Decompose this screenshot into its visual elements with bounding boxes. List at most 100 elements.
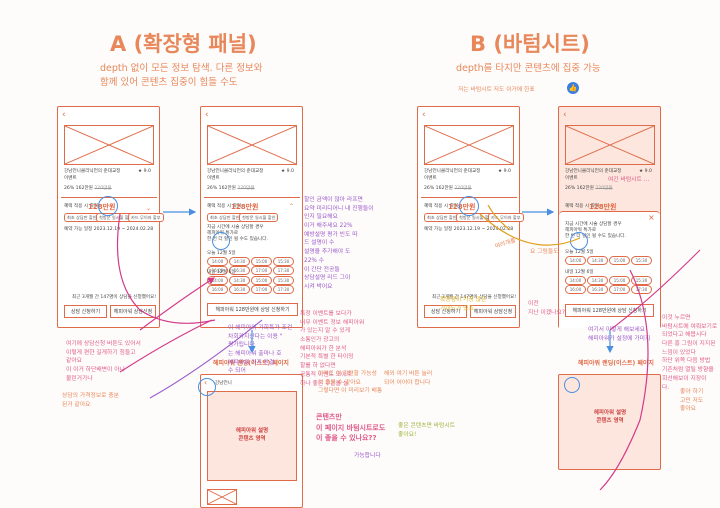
venue-name: 강남언니클리닉언의 준대교정 — [207, 169, 264, 174]
time-slot[interactable]: 15:00 — [609, 256, 630, 265]
annotation-a-left-2: 상담의 가격정보로 충분 된거 같아요 — [62, 393, 120, 408]
strike-price: 220만원 — [595, 186, 613, 191]
reservation-period: 예약 가능 일정 2023.12.19 ~ 2024.02.28 — [64, 227, 154, 232]
strike-price: 220만원 — [94, 186, 112, 191]
panel-line3: 한 번 더 할인 될 수도 있습니다. — [207, 237, 268, 242]
highlight-label: 혜택 적용 시 최저 — [207, 204, 241, 209]
subtitle-a: depth 없이 모든 정보 탐색. 다른 정보와 함께 있어 콘텐츠 집중이 … — [100, 62, 262, 90]
happyhour-large-button[interactable]: 헤피아워 128만원에 상담 신청하기 — [565, 304, 654, 317]
time-slot[interactable]: 17:30 — [631, 285, 652, 294]
subtitle-b: depth를 타지만 콘텐츠에 집중 가능 — [456, 63, 601, 74]
time-slot[interactable]: 16:00 — [565, 285, 586, 294]
time-slot[interactable]: 16:00 — [207, 285, 228, 294]
time-slot[interactable]: 14:30 — [587, 256, 608, 265]
time-slot[interactable]: 15:00 — [251, 257, 272, 266]
slot-header-today: 오늘 12월 5일 — [565, 250, 594, 255]
image-placeholder-small — [207, 489, 237, 505]
time-slot[interactable]: 15:30 — [273, 276, 294, 285]
chip-first-consult: 최초 상담만 할인 — [64, 213, 100, 222]
reservation-period: 예약 가능 일정 2023.12.19 ~ 2024.02.28 — [424, 227, 514, 232]
footer-info: 최근 3개월 간 147명이 상담을 신청했어요! — [432, 295, 517, 300]
chevron-up-icon[interactable]: ⌃ — [289, 203, 295, 210]
sheet-title-line1: 헤피아워 설명 — [235, 428, 269, 435]
highlight-circle — [98, 196, 118, 216]
discount-price: 26% 162만원 220만원 — [64, 186, 112, 192]
time-slot[interactable]: 15:00 — [609, 276, 630, 285]
rating: ★ 9.0 — [138, 169, 151, 174]
screen-b2: ‹ 강남언니클리닉언의 준대교정 ★ 9.0 이벤트 26% 162만원 220… — [558, 106, 661, 328]
image-placeholder — [64, 125, 154, 165]
chip-card: 카드 무이자 할부 — [128, 213, 164, 222]
back-icon[interactable]: ‹ — [563, 110, 567, 120]
discount-value: 26% 162만원 — [207, 186, 236, 191]
rating: ★ 9.0 — [498, 169, 511, 174]
annotation-b-right: 좋은 콘텐츠면 바텀시트 좋아요! — [398, 423, 456, 438]
discount-value: 26% 162만원 — [64, 186, 93, 191]
time-slot[interactable]: 15:30 — [273, 257, 294, 266]
screen-a1: ‹ 강남언니클리닉언의 준대교정 ★ 9.0 이벤트 26% 162만원 220… — [57, 106, 164, 328]
event-label: 이벤트 — [565, 176, 578, 181]
rating: ★ 9.0 — [639, 169, 652, 174]
happyhour-consult-button[interactable]: 헤피아워 상담신청 — [470, 305, 516, 318]
highlight-circle — [459, 196, 479, 216]
annotation-a-left: 여기에 상담신청 버튼도 있어서 이렇게 편한 길게하기 힘들고 같아요 이 이… — [66, 341, 141, 382]
annotation-a-bottom-2: 가능합니다 — [354, 453, 381, 459]
highlight-circle — [212, 232, 230, 250]
highlight-label: 혜택 적용 시 최저 — [64, 204, 98, 209]
event-label: 이벤트 — [207, 176, 220, 181]
slot-header-today: 오늘 12월 5일 — [207, 251, 236, 256]
happyhour-large-button[interactable]: 헤피아워 128만원에 상담 신청하기 — [207, 303, 298, 316]
chevron-down-icon[interactable]: ⌄ — [146, 205, 152, 212]
b-top-note: 저는 바텀시트 저도 이거에 한표 — [458, 87, 535, 93]
annotation-a-panel: 할인 금액이 많아 라프면 요약 미리디어니 내 진행들이 인지 필요해요 이거… — [304, 197, 374, 290]
thumbs-up-icon: 👍 — [567, 82, 579, 94]
annotation-b-under-left: 해외 여기 버튼 눌러 되어 어어야 합니다 — [384, 371, 433, 386]
annotation-b-right-top: 여긴 바텀시트 ... — [608, 177, 650, 183]
event-label: 이벤트 — [64, 176, 77, 181]
sheet-content-area: 헤피아워 설명 콘텐츠 영역 — [563, 393, 657, 443]
time-slot[interactable]: 14:30 — [229, 276, 250, 285]
consult-button[interactable]: 상담 신청하기 — [64, 305, 107, 318]
annotation-a-mid-pink: 특정 이벤트를 보다가 너무 이벤트 정보 해피아워 가 있는지 알 수 있게 … — [300, 311, 365, 387]
time-slot[interactable]: 14:00 — [207, 257, 228, 266]
time-slot[interactable]: 14:00 — [207, 276, 228, 285]
sheet-title-line1: 헤피아워 설명 — [593, 410, 627, 417]
time-slot[interactable]: 14:30 — [229, 257, 250, 266]
time-slot[interactable]: 15:30 — [631, 256, 652, 265]
highlight-price: 128만원 — [231, 203, 259, 211]
time-slot[interactable]: 14:00 — [565, 256, 586, 265]
back-icon[interactable]: ‹ — [62, 110, 66, 120]
annotation-a-mid-orange: 아마도 이 간편할 가능성 이 좋을 수 같아요 그렇다면 이 미리보기 배통 — [318, 371, 383, 395]
happyhour-consult-button[interactable]: 헤피아워 상담신청 — [110, 305, 156, 318]
time-slot[interactable]: 14:00 — [565, 276, 586, 285]
time-slot[interactable]: 17:30 — [273, 285, 294, 294]
divider — [204, 197, 300, 198]
screen-a3: ‹ 강남언니 헤피아워 설명 콘텐츠 영역 — [200, 374, 303, 508]
time-slot[interactable]: 17:00 — [251, 266, 272, 275]
panel-line2: 헤피아워 특가로 — [565, 228, 597, 233]
time-slot[interactable]: 17:00 — [251, 285, 272, 294]
image-placeholder — [424, 125, 514, 165]
sheet-content-area: 헤피아워 설명 콘텐츠 영역 — [207, 391, 297, 481]
time-slot[interactable]: 17:00 — [609, 285, 630, 294]
time-slot[interactable]: 15:30 — [631, 276, 652, 285]
close-icon[interactable]: × — [648, 213, 655, 222]
panel-line3: 한 번 더 할인 될 수도 있습니다. — [565, 234, 626, 239]
back-icon[interactable]: ‹ — [422, 110, 426, 120]
time-slot[interactable]: 14:30 — [587, 276, 608, 285]
discount-price: 26% 162만원 220만원 — [424, 186, 472, 192]
annotation-b-under-purple: 여기서 이렇게 해보세요 해피아워가 설정에 가미지 — [588, 327, 651, 342]
consult-button[interactable]: 상담 신청하기 — [424, 305, 467, 318]
time-slot[interactable]: 15:00 — [251, 276, 272, 285]
time-slot[interactable]: 16:30 — [229, 266, 250, 275]
time-slot[interactable]: 16:30 — [587, 285, 608, 294]
detail-page-caption-b: 헤피아워 랜딩(이스트) 페이지 — [578, 360, 654, 367]
bottom-sheet: × 지금 시간에 시술 상담할 경우 헤피아워 특가로 한 번 더 할인 될 수… — [559, 211, 660, 328]
back-icon[interactable]: ‹ — [205, 110, 209, 120]
time-slot[interactable]: 17:30 — [273, 266, 294, 275]
highlight-circle — [570, 232, 588, 250]
sheet-title-line2: 콘텐츠 영역 — [596, 418, 624, 424]
slot-header-tomorrow: 내일 12월 6일 — [565, 270, 594, 275]
highlight-label: 혜택 적용 시 최저 — [424, 204, 458, 209]
time-slot[interactable]: 16:30 — [229, 285, 250, 294]
